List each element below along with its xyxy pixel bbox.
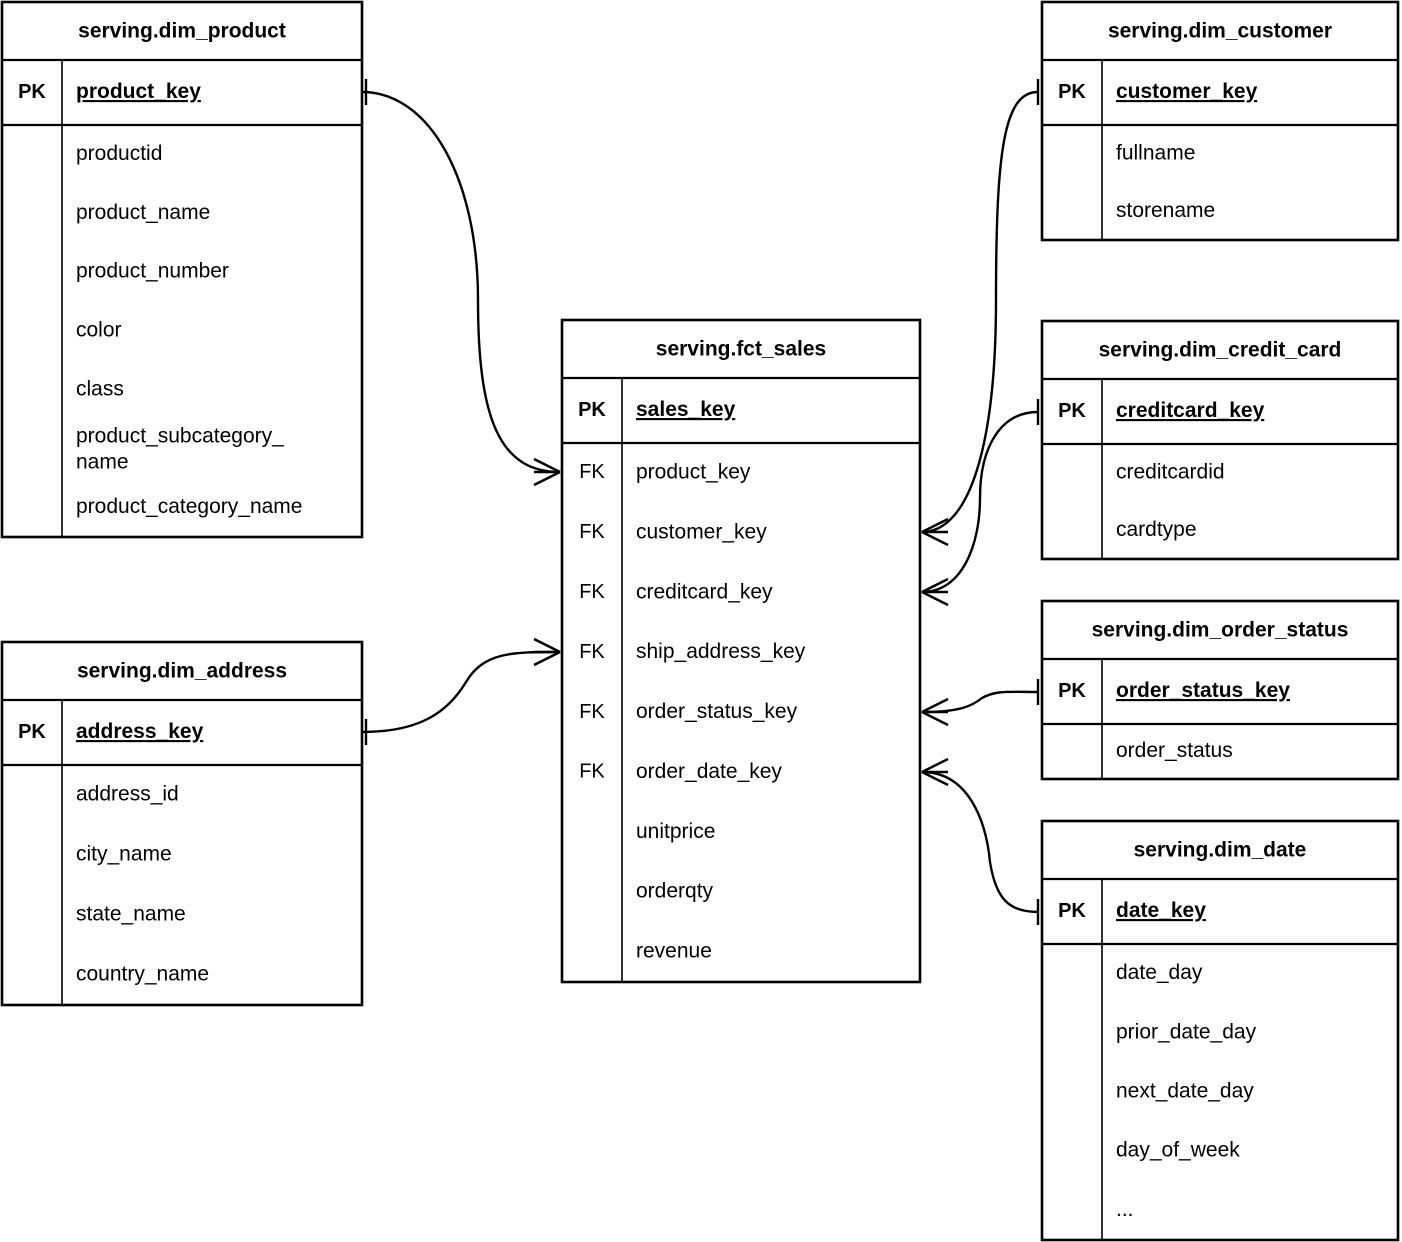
relationship-product-to-sales[interactable] xyxy=(361,79,561,487)
cardinality-many-sales-to-customer-prong-top xyxy=(921,517,949,534)
relationship-line-sales-to-customer xyxy=(921,90,1039,534)
field-dim_customer-fullname: fullname xyxy=(1116,141,1195,164)
cardinality-many-address-to-sales-prong-top xyxy=(533,637,561,654)
relationship-sales-to-credit-card[interactable] xyxy=(921,399,1040,607)
field-dim_product-product_subcategory_name: product_subcategory_ xyxy=(76,424,284,447)
key-tag-dim_address-0: PK xyxy=(18,721,46,743)
field-dim_product-color: color xyxy=(76,319,122,342)
field-dim_date-prior_date_day: prior_date_day xyxy=(1116,1020,1257,1043)
field-dim_product-product_category_name: product_category_name xyxy=(76,495,302,518)
field-dim_product-class: class xyxy=(76,377,124,400)
key-tag-fct_sales-2: FK xyxy=(579,521,605,543)
cardinality-many-sales-to-order-status xyxy=(921,697,949,727)
relationship-sales-to-date[interactable] xyxy=(921,757,1040,925)
key-tag-dim_date-0: PK xyxy=(1058,900,1086,922)
cardinality-many-sales-to-date xyxy=(921,757,949,787)
relationship-line-sales-to-credit-card xyxy=(921,410,1039,594)
field-fct_sales-creditcard_key: creditcard_key xyxy=(636,580,773,603)
field-fct_sales-product_key: product_key xyxy=(636,460,751,483)
key-tag-dim_order_status-0: PK xyxy=(1058,680,1086,702)
field-dim_product-product_key: product_key xyxy=(76,80,201,103)
cardinality-many-product-to-sales-prong-bottom xyxy=(533,470,561,487)
cardinality-many-sales-to-customer-prong-bottom xyxy=(921,530,949,547)
field-dim_credit_card-cardtype: cardtype xyxy=(1116,518,1197,541)
field-fct_sales-revenue: revenue xyxy=(636,940,712,963)
key-tag-dim_customer-0: PK xyxy=(1058,81,1086,103)
field-dim_date-date_key: date_key xyxy=(1116,899,1206,922)
cardinality-many-product-to-sales xyxy=(533,457,561,487)
key-tag-dim_product-0: PK xyxy=(18,81,46,103)
table-title-dim_date: serving.dim_date xyxy=(1134,839,1307,862)
key-tag-dim_credit_card-0: PK xyxy=(1058,400,1086,422)
relationship-line-product-to-sales xyxy=(361,90,561,474)
field-dim_product-product_name: product_name xyxy=(76,201,210,224)
table-title-dim_product: serving.dim_product xyxy=(78,20,286,43)
field-dim_product-product_subcategory_name-cont: name xyxy=(76,450,129,473)
field-fct_sales-orderqty: orderqty xyxy=(636,880,714,903)
cardinality-many-sales-to-customer xyxy=(921,517,949,547)
field-dim_product-productid: productid xyxy=(76,142,162,165)
cardinality-many-sales-to-order-status-prong-bottom xyxy=(921,710,949,727)
cardinality-many-sales-to-credit-card-prong-bottom xyxy=(921,590,949,607)
relationships-layer xyxy=(361,79,1040,925)
table-title-dim_address: serving.dim_address xyxy=(77,660,287,683)
table-title-fct_sales: serving.fct_sales xyxy=(656,338,826,361)
cardinality-many-sales-to-credit-card-prong-top xyxy=(921,577,949,594)
key-tag-fct_sales-0: PK xyxy=(578,399,606,421)
field-dim_order_status-order_status_key: order_status_key xyxy=(1116,679,1290,702)
field-fct_sales-sales_key: sales_key xyxy=(636,398,736,421)
field-dim_customer-storename: storename xyxy=(1116,199,1215,222)
key-tag-fct_sales-3: FK xyxy=(579,581,605,603)
field-dim_date-next_date_day: next_date_day xyxy=(1116,1080,1254,1103)
key-tag-fct_sales-1: FK xyxy=(579,461,605,483)
table-title-dim_customer: serving.dim_customer xyxy=(1108,20,1332,43)
cardinality-many-address-to-sales-prong-bottom xyxy=(533,650,561,667)
relationship-line-sales-to-order-status xyxy=(921,690,1039,714)
table-title-dim_credit_card: serving.dim_credit_card xyxy=(1099,339,1342,362)
cardinality-many-product-to-sales-prong-top xyxy=(533,457,561,474)
field-fct_sales-order_status_key: order_status_key xyxy=(636,700,798,723)
key-tag-fct_sales-4: FK xyxy=(579,641,605,663)
cardinality-many-sales-to-date-prong-bottom xyxy=(921,770,949,787)
cardinality-many-sales-to-order-status-prong-top xyxy=(921,697,949,714)
field-dim_date-day_of_week: day_of_week xyxy=(1116,1139,1240,1162)
relationship-line-address-to-sales xyxy=(361,650,561,734)
cardinality-many-sales-to-credit-card xyxy=(921,577,949,607)
field-dim_address-country_name: country_name xyxy=(76,963,209,986)
field-fct_sales-unitprice: unitprice xyxy=(636,820,715,843)
cardinality-many-address-to-sales xyxy=(533,637,561,667)
relationship-address-to-sales[interactable] xyxy=(361,637,561,745)
field-dim_credit_card-creditcard_key: creditcard_key xyxy=(1116,399,1265,422)
field-fct_sales-customer_key: customer_key xyxy=(636,520,767,543)
field-dim_date-...: ... xyxy=(1116,1198,1134,1221)
field-dim_address-address_key: address_key xyxy=(76,720,204,743)
table-border-dim_address xyxy=(0,640,364,1007)
field-fct_sales-ship_address_key: ship_address_key xyxy=(636,640,806,663)
cardinality-many-sales-to-date-prong-top xyxy=(921,757,949,774)
field-dim_address-state_name: state_name xyxy=(76,903,186,926)
field-dim_address-address_id: address_id xyxy=(76,783,179,806)
field-dim_order_status-order_status: order_status xyxy=(1116,739,1233,762)
field-dim_credit_card-creditcardid: creditcardid xyxy=(1116,460,1225,483)
relationship-sales-to-customer[interactable] xyxy=(921,79,1040,547)
field-dim_product-product_number: product_number xyxy=(76,260,229,283)
key-tag-fct_sales-6: FK xyxy=(579,761,605,783)
key-tag-fct_sales-5: FK xyxy=(579,701,605,723)
relationship-line-sales-to-date xyxy=(921,770,1039,914)
field-dim_customer-customer_key: customer_key xyxy=(1116,80,1258,103)
field-fct_sales-order_date_key: order_date_key xyxy=(636,760,782,783)
field-dim_date-date_day: date_day xyxy=(1116,961,1203,984)
field-dim_address-city_name: city_name xyxy=(76,843,172,866)
relationship-sales-to-order-status[interactable] xyxy=(921,679,1040,727)
table-title-dim_order_status: serving.dim_order_status xyxy=(1092,619,1349,642)
